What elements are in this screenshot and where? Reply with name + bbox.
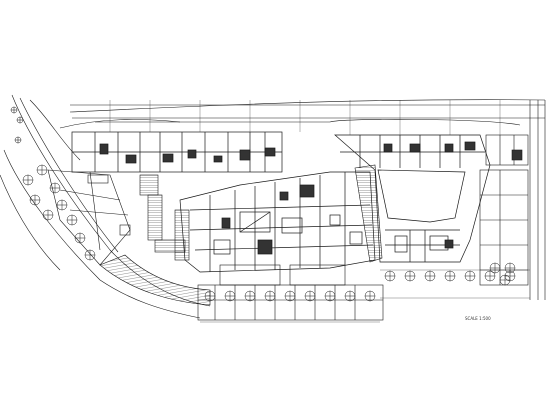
far-right-block bbox=[479, 134, 529, 286]
left-hatched-plaza bbox=[99, 254, 211, 306]
left-diagonal-wing bbox=[47, 169, 131, 266]
central-hatch-bands bbox=[139, 174, 190, 261]
right-street bbox=[529, 100, 546, 300]
grid-lines bbox=[109, 100, 530, 323]
right-building bbox=[334, 134, 491, 263]
bottom-row-blocks bbox=[197, 264, 384, 321]
left-upper-block bbox=[71, 131, 283, 173]
central-building bbox=[179, 171, 376, 273]
trees bbox=[10, 106, 516, 302]
right-hatched-band bbox=[354, 164, 383, 263]
scale-note: SCALE 1:500 bbox=[465, 316, 491, 321]
top-road bbox=[59, 99, 546, 129]
